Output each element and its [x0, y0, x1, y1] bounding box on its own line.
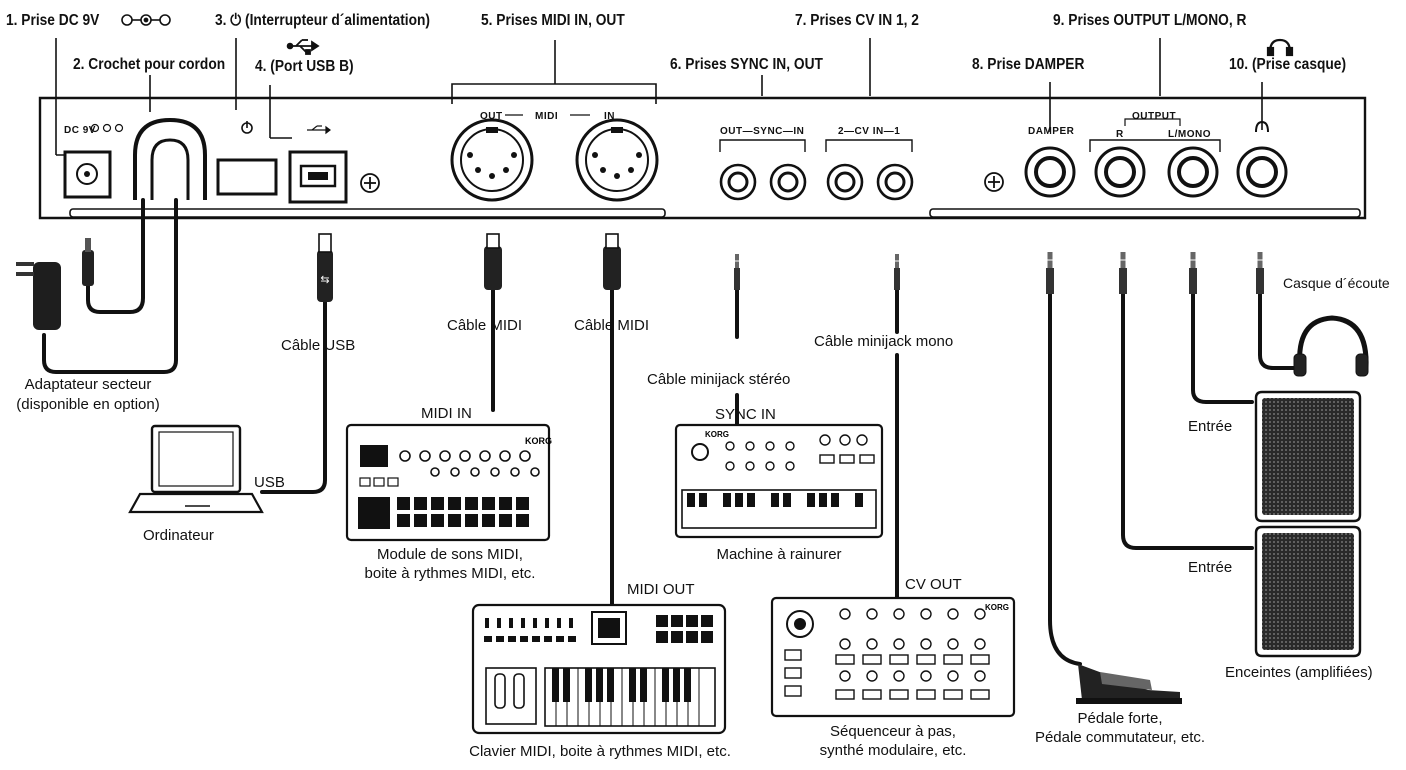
heading-cv-jacks: 7. Prises CV IN 1, 2: [795, 12, 919, 29]
label-pedal-line1: Pédale forte,: [1077, 710, 1163, 727]
speaker-bottom-illustration: [1254, 525, 1362, 658]
pedal-illustration: [1076, 664, 1182, 704]
heading-damper-jack: 8. Prise DAMPER: [972, 56, 1085, 73]
dc-polarity-panel-icon: [90, 123, 124, 133]
label-midi-out: MIDI OUT: [627, 581, 695, 598]
panel-output-legend: OUTPUT: [1132, 111, 1177, 122]
panel-cv-legend: 2—CV IN—1: [838, 126, 901, 137]
label-groove-machine: Machine à rainurer: [716, 546, 842, 563]
label-mono-cable: Câble minijack mono: [814, 333, 954, 350]
headphones-illustration: [1293, 315, 1369, 377]
usb-icon: [286, 39, 320, 55]
korg-logo-3: KORG: [985, 603, 1009, 612]
korg-logo-1: KORG: [525, 436, 552, 446]
label-pedal-line2: Pédale commutateur, etc.: [1034, 729, 1206, 746]
label-midi-in: MIDI IN: [421, 405, 472, 422]
label-sequencer-line1: Séquenceur à pas,: [830, 723, 956, 740]
heading-midi-jacks: 5. Prises MIDI IN, OUT: [481, 12, 625, 29]
label-midi-cable-2: Câble MIDI: [574, 317, 650, 334]
dc-polarity-icon: [121, 14, 171, 26]
laptop-illustration: [128, 424, 264, 514]
heading-cord-hook: 2. Crochet pour cordon: [73, 56, 226, 73]
panel-damper-legend: DAMPER: [1028, 126, 1075, 137]
korg-logo-2: KORG: [705, 430, 729, 439]
label-headphones: Casque d´écoute: [1283, 275, 1390, 291]
panel-sync-legend: OUT—SYNC—IN: [720, 126, 805, 137]
panel-dc-legend: DC 9V: [64, 125, 96, 136]
label-sync-in: SYNC IN: [715, 406, 776, 423]
headphone-heading-icon: [1266, 38, 1294, 57]
panel-midi-in-legend: IN: [604, 111, 615, 122]
panel-midi-out-legend: OUT: [480, 111, 503, 122]
label-computer: Ordinateur: [143, 527, 214, 544]
heading-dc-jack: 1. Prise DC 9V: [6, 12, 100, 29]
heading-sync-jacks: 6. Prises SYNC IN, OUT: [670, 56, 823, 73]
groove-machine-illustration: KORG: [674, 423, 884, 539]
label-sequencer-line2: synthé modulaire, etc.: [819, 742, 967, 759]
panel-midi-legend: MIDI: [535, 111, 559, 122]
heading-headphone-jack: 10. (Prise casque): [1229, 56, 1347, 73]
label-adapter-line2: (disponible en option): [16, 396, 160, 413]
heading-output-jacks: 9. Prises OUTPUT L/MONO, R: [1053, 12, 1247, 29]
label-usb: USB: [254, 474, 285, 491]
label-module-line1: Module de sons MIDI,: [377, 546, 523, 563]
heading-power-switch: 3. ⏻ (Interrupteur d´alimentation): [215, 12, 430, 29]
label-stereo-cable: Câble minijack stéréo: [647, 371, 791, 388]
label-adapter-line1: Adaptateur secteur: [24, 376, 152, 393]
label-keyboard: Clavier MIDI, boite à rythmes MIDI, etc.: [469, 743, 731, 760]
svg-text:⇆: ⇆: [320, 273, 329, 286]
ac-adapter-illustration: [16, 262, 61, 330]
label-input-1: Entrée: [1188, 418, 1233, 435]
label-cv-out: CV OUT: [905, 576, 962, 593]
label-speakers: Enceintes (amplifiées): [1225, 664, 1373, 681]
cables: [42, 198, 1298, 666]
heading-usb-port-text: 4. (Port USB B): [255, 58, 354, 75]
panel-r-legend: R: [1116, 129, 1124, 140]
speaker-top-illustration: [1254, 390, 1362, 523]
midi-keyboard-illustration: [471, 603, 727, 735]
heading-usb-port: 4. (Port USB B): [255, 58, 427, 75]
label-input-2: Entrée: [1188, 559, 1233, 576]
sound-module-illustration: KORG: [345, 423, 552, 542]
step-sequencer-illustration: KORG: [770, 596, 1016, 718]
panel-lmono-legend: L/MONO: [1168, 129, 1211, 140]
label-module-line2: boite à rythmes MIDI, etc.: [364, 565, 536, 582]
rear-panel: [38, 96, 1367, 220]
plugs: ⇆: [82, 233, 1265, 302]
label-usb-cable: Câble USB: [281, 337, 356, 354]
label-midi-cable-1: Câble MIDI: [447, 317, 523, 334]
usb-panel-icon: [307, 125, 331, 135]
